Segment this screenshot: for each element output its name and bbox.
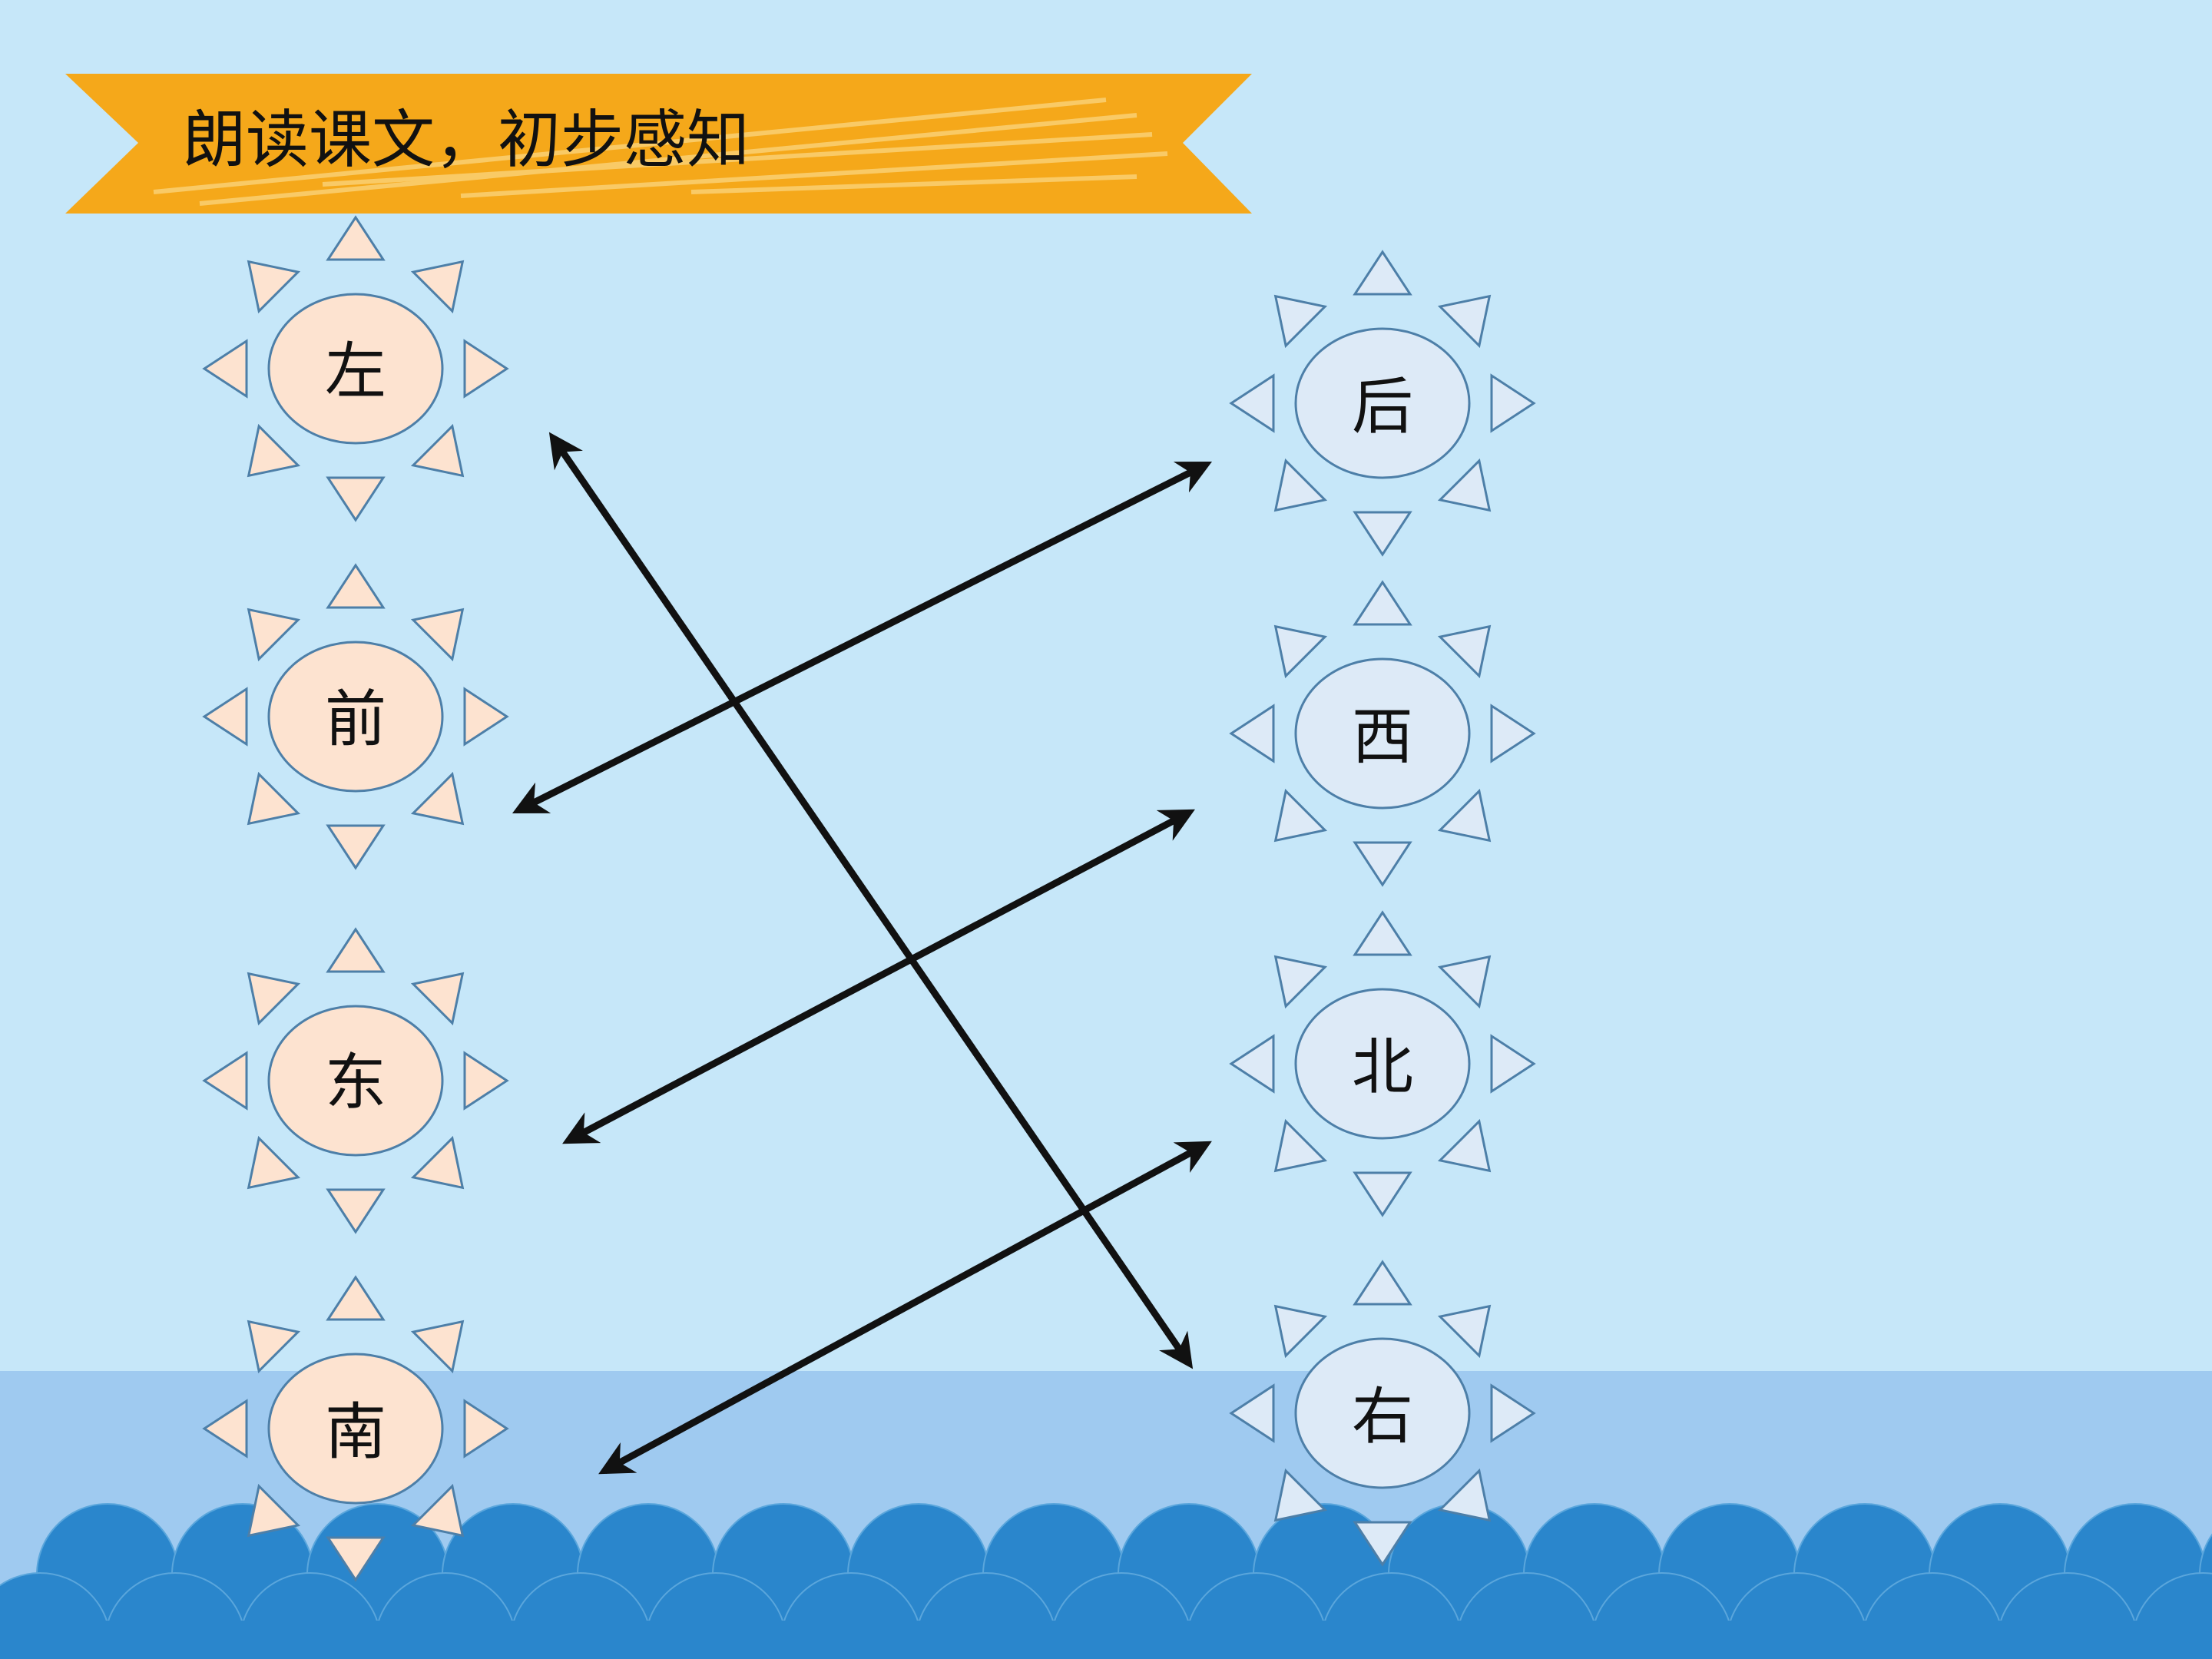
- sun-ray-right-3-6: [1273, 1118, 1328, 1173]
- sun-ray-right-1-5: [1353, 511, 1412, 557]
- sun-ray-right-1-8: [1273, 294, 1328, 349]
- sun-ray-left-2-5: [326, 824, 386, 870]
- sun-ray-right-4-1: [1353, 1260, 1412, 1306]
- sun-ray-left-3-3: [463, 1051, 509, 1111]
- arrow-dong-xi: [562, 809, 1195, 1144]
- sun-ray-left-3-6: [247, 1135, 301, 1190]
- sun-ray-left-4-7: [202, 1399, 248, 1459]
- sun-ray-right-4-6: [1273, 1468, 1328, 1522]
- sun-ray-right-4-2: [1437, 1304, 1492, 1359]
- sun-label-left-4: 南: [325, 1396, 386, 1468]
- sun-disc-left-4: [267, 1353, 444, 1505]
- sun-label-right-4: 右: [1352, 1381, 1413, 1452]
- sun-ray-left-3-2: [410, 972, 465, 1026]
- sun-ray-left-3-8: [247, 972, 301, 1026]
- sun-ray-left-1-5: [326, 476, 386, 522]
- sun-ray-left-1-4: [410, 423, 465, 478]
- sun-label-right-2: 西: [1352, 701, 1413, 773]
- sun-left-4: [202, 1275, 509, 1582]
- sun-ray-left-2-1: [326, 563, 386, 609]
- sun-disc-left-3: [267, 1005, 444, 1157]
- sun-disc-left-2: [267, 641, 444, 793]
- sun-ray-right-4-3: [1490, 1383, 1536, 1443]
- sun-ray-left-1-1: [326, 215, 386, 261]
- sun-disc-right-4: [1294, 1337, 1471, 1489]
- sun-ray-right-3-7: [1229, 1034, 1275, 1094]
- sun-disc-left-1: [267, 293, 444, 445]
- sun-ray-right-3-3: [1490, 1034, 1536, 1094]
- sun-ray-left-2-8: [247, 608, 301, 662]
- sun-ray-right-3-1: [1353, 910, 1412, 956]
- sun-ray-left-4-4: [410, 1483, 465, 1538]
- sun-ray-right-3-2: [1437, 955, 1492, 1009]
- sun-ray-left-4-1: [326, 1275, 386, 1321]
- sun-disc-right-3: [1294, 988, 1471, 1140]
- sun-ray-left-2-7: [202, 687, 248, 747]
- sun-disc-right-1: [1294, 327, 1471, 479]
- arrow-qian-hou: [512, 461, 1213, 814]
- sun-ray-left-3-5: [326, 1188, 386, 1234]
- sun-ray-right-1-6: [1273, 458, 1328, 512]
- title-banner: [65, 74, 1252, 214]
- sun-ray-left-1-6: [247, 423, 301, 478]
- sun-ray-right-4-8: [1273, 1304, 1328, 1359]
- sun-ray-right-3-4: [1437, 1118, 1492, 1173]
- sun-ray-right-2-6: [1273, 788, 1328, 843]
- sun-ray-right-4-7: [1229, 1383, 1275, 1443]
- suns-layer: [202, 215, 1536, 1582]
- sun-ray-right-1-3: [1490, 373, 1536, 433]
- sun-ray-left-3-4: [410, 1135, 465, 1190]
- sun-ray-right-2-7: [1229, 704, 1275, 763]
- sun-label-left-3: 东: [325, 1047, 386, 1118]
- sun-label-left-2: 前: [325, 684, 386, 755]
- sun-ray-right-2-2: [1437, 624, 1492, 679]
- sun-right-4: [1229, 1260, 1536, 1567]
- sun-ray-left-4-5: [326, 1536, 386, 1582]
- sun-ray-right-2-4: [1437, 788, 1492, 843]
- sun-ray-left-1-3: [463, 339, 509, 399]
- sun-ray-right-2-1: [1353, 580, 1412, 626]
- sun-ray-left-1-7: [202, 339, 248, 399]
- sun-ray-left-2-4: [410, 771, 465, 826]
- sun-ray-left-4-8: [247, 1320, 301, 1374]
- sun-left-1: [202, 215, 509, 522]
- sun-label-left-1: 左: [325, 336, 386, 407]
- sun-ray-right-1-7: [1229, 373, 1275, 433]
- sun-ray-left-4-3: [463, 1399, 509, 1459]
- sun-ray-right-3-5: [1353, 1171, 1412, 1217]
- sun-ray-right-2-8: [1273, 624, 1328, 679]
- sun-ray-left-3-1: [326, 927, 386, 973]
- sun-ray-right-1-4: [1437, 458, 1492, 512]
- sun-left-3: [202, 927, 509, 1234]
- sun-ray-right-2-5: [1353, 841, 1412, 887]
- wave-base: [0, 1621, 2212, 1659]
- page-title: 朗读课文，初步感知: [183, 104, 750, 177]
- sun-ray-left-1-2: [410, 260, 465, 314]
- sun-right-3: [1229, 910, 1536, 1217]
- waves-decoration: [0, 1503, 2212, 1659]
- sun-right-2: [1229, 580, 1536, 887]
- sun-left-2: [202, 563, 509, 870]
- sun-ray-left-3-7: [202, 1051, 248, 1111]
- sun-ray-right-1-1: [1353, 250, 1412, 296]
- sun-disc-right-2: [1294, 657, 1471, 810]
- sun-ray-right-3-8: [1273, 955, 1328, 1009]
- arrow-nan-bei: [598, 1141, 1212, 1475]
- sun-ray-left-2-2: [410, 608, 465, 662]
- sun-ray-left-4-6: [247, 1483, 301, 1538]
- sun-ray-left-2-3: [463, 687, 509, 747]
- sun-label-right-3: 北: [1352, 1031, 1413, 1103]
- sun-ray-right-2-3: [1490, 704, 1536, 763]
- sun-ray-right-1-2: [1437, 294, 1492, 349]
- sun-ray-left-4-2: [410, 1320, 465, 1374]
- sun-label-right-1: 后: [1352, 371, 1413, 442]
- sun-ray-left-2-6: [247, 771, 301, 826]
- sun-ray-left-1-8: [247, 260, 301, 314]
- match-arrows: [512, 432, 1213, 1475]
- sun-right-1: [1229, 250, 1536, 557]
- sun-ray-right-4-5: [1353, 1521, 1412, 1567]
- sun-ray-right-4-4: [1437, 1468, 1492, 1522]
